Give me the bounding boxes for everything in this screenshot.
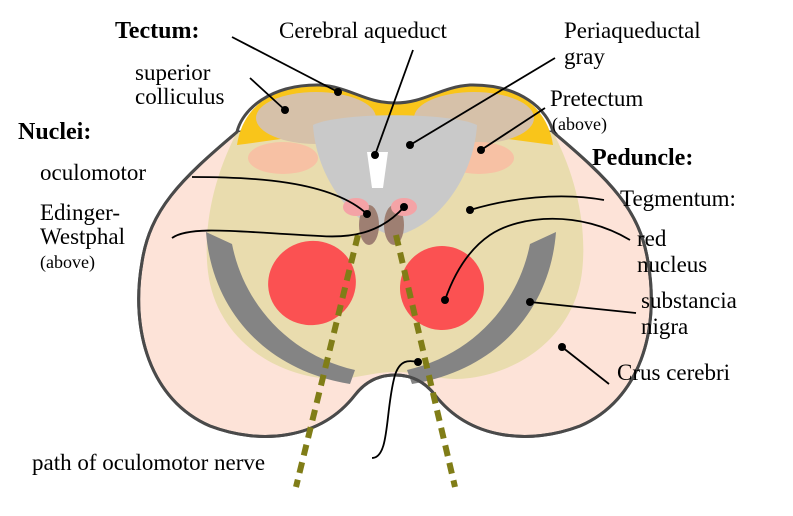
leader-oculomotor: [191, 176, 368, 215]
label-tectum: Tectum:: [115, 18, 199, 44]
label-superior-colliculus-1: superior: [135, 60, 211, 85]
dot-red-nucleus: [441, 296, 449, 304]
leader-tectum: [231, 36, 339, 93]
dot-crus-cerebri: [558, 343, 566, 351]
leader-tegmentum: [469, 195, 605, 211]
label-edinger-1: Edinger-: [40, 200, 120, 225]
midbrain-outline: [137, 83, 653, 438]
leader-oculomotor-nerve: [371, 360, 419, 459]
leader-crus-cerebri: [561, 346, 610, 385]
dot-periaqueductal: [406, 141, 414, 149]
substantia-nigra-left: [206, 232, 355, 384]
leader-pretectum: [480, 107, 546, 151]
label-crus-cerebri: Crus cerebri: [617, 360, 730, 385]
label-pretectum: Pretectum: [550, 86, 643, 111]
label-oculomotor: oculomotor: [40, 160, 146, 185]
dot-pretectum: [477, 146, 485, 154]
substantia-nigra-right: [407, 232, 556, 384]
dot-superior-colliculus: [281, 106, 289, 114]
dot-oculomotor: [363, 210, 371, 218]
label-periaqueductal-2: gray: [564, 44, 605, 69]
dot-cerebral-aqueduct: [371, 151, 379, 159]
label-edinger-2: Westphal: [40, 224, 125, 249]
label-red-nucleus-1: red: [637, 226, 667, 251]
cerebral-aqueduct: [367, 152, 388, 188]
oculomotor-nerve-path-left: [293, 234, 361, 488]
leader-cerebral-aqueduct: [374, 49, 414, 156]
label-substancia-nigra-1: substancia: [641, 288, 737, 313]
label-peduncle: Peduncle:: [592, 145, 693, 171]
label-path-oculomotor-nerve: path of oculomotor nerve: [32, 450, 265, 475]
pretectum-left: [248, 142, 318, 174]
label-pretectum-note: (above): [552, 114, 607, 135]
leader-red-nucleus: [444, 217, 631, 301]
label-edinger-note: (above): [40, 252, 95, 273]
dot-tegmentum: [466, 206, 474, 214]
label-nuclei: Nuclei:: [18, 119, 91, 145]
dot-oculomotor-nerve: [414, 358, 422, 366]
dot-edinger-westphal: [400, 203, 408, 211]
leader-superior-colliculus: [249, 77, 286, 111]
label-tegmentum: Tegmentum:: [620, 186, 736, 211]
label-superior-colliculus-2: colliculus: [135, 84, 224, 109]
oculomotor-nerve-path-right: [393, 234, 458, 488]
label-substancia-nigra-2: nigra: [641, 314, 688, 339]
label-periaqueductal-1: Periaqueductal: [564, 18, 701, 43]
red-nucleus-right: [400, 246, 484, 330]
leader-periaqueductal: [409, 57, 556, 146]
label-cerebral-aqueduct: Cerebral aqueduct: [279, 18, 448, 43]
leader-edinger-westphal: [171, 206, 405, 239]
dot-tectum: [334, 88, 342, 96]
leader-substancia-nigra: [529, 301, 637, 314]
red-nucleus-left: [268, 240, 356, 326]
dot-substancia-nigra: [526, 298, 534, 306]
label-red-nucleus-2: nucleus: [637, 252, 707, 277]
